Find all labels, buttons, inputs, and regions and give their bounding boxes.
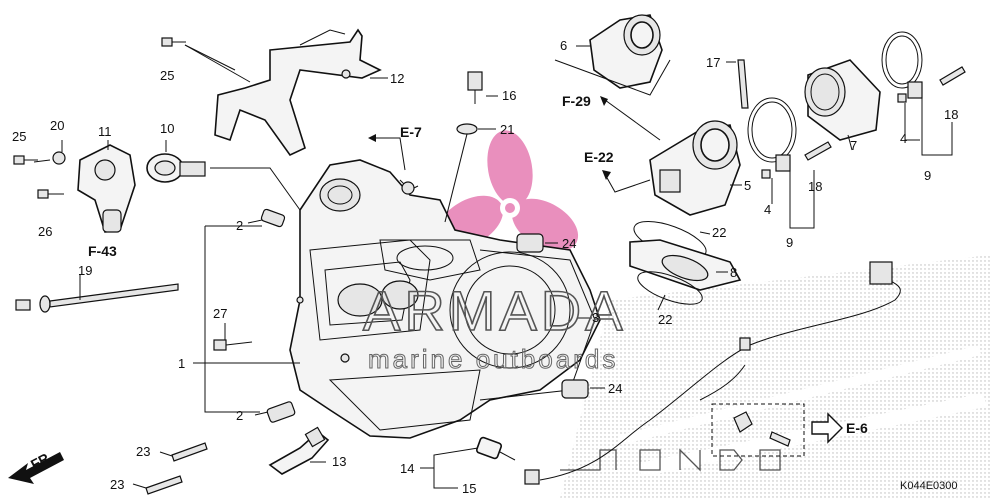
- throttle-body-5: [649, 120, 741, 216]
- e6-arrow-icon: [811, 412, 843, 444]
- hose-band-right: [881, 31, 923, 103]
- bolt-27: [213, 339, 253, 351]
- label-6: 6: [560, 38, 567, 53]
- label-4-left: 4: [764, 202, 771, 217]
- thermostat-cover: [77, 144, 136, 233]
- thermostat: [146, 153, 206, 183]
- stud-23-upper: [171, 442, 208, 462]
- label-16: 16: [502, 88, 516, 103]
- washer-20: [52, 151, 66, 165]
- watermark-brand: ARMADA: [363, 279, 627, 342]
- clamp-bolt: [769, 431, 791, 447]
- ref-e22: E-22: [584, 149, 614, 165]
- label-23-upper: 23: [136, 444, 150, 459]
- label-19: 19: [78, 263, 92, 278]
- ref-e6: E-6: [846, 420, 868, 436]
- label-8: 8: [730, 265, 737, 280]
- sub-assembly-frame: [554, 59, 671, 96]
- leader-arrowheads: [368, 96, 611, 180]
- label-23-lower: 23: [110, 477, 124, 492]
- washer-21: [456, 123, 478, 135]
- stud-bolt-19: [15, 283, 179, 313]
- leader-lines: [33, 44, 953, 489]
- throttle-body-6: [589, 14, 663, 89]
- label-25-left: 25: [12, 129, 26, 144]
- bolt-25-top: [161, 37, 186, 47]
- intake-hose-7: [804, 59, 881, 141]
- label-11: 11: [98, 124, 112, 139]
- label-2-bottom: 2: [236, 408, 243, 423]
- label-10: 10: [160, 121, 174, 136]
- ref-f43: F-43: [88, 243, 117, 259]
- label-7: 7: [850, 138, 857, 153]
- hose-band-left: [747, 97, 797, 179]
- dowel-pin-bottom: [266, 401, 296, 423]
- label-24-lower: 24: [608, 381, 622, 396]
- wire-harness: [524, 261, 901, 485]
- bolt-18-left: [804, 141, 832, 161]
- sensor-14: [475, 436, 516, 461]
- collar-24-lower: [561, 379, 589, 399]
- label-5: 5: [744, 178, 751, 193]
- label-18-right: 18: [944, 107, 958, 122]
- spark-plug-13: [268, 426, 330, 475]
- dowel-pin-top: [260, 208, 286, 228]
- collar-24-upper: [516, 233, 544, 253]
- label-18-left: 18: [808, 179, 822, 194]
- label-4-right: 4: [900, 131, 907, 146]
- gasket-22-lower: [637, 271, 703, 305]
- cylinder-head: [289, 159, 601, 439]
- label-21: 21: [500, 122, 514, 137]
- label-14: 14: [400, 461, 414, 476]
- label-1: 1: [178, 356, 185, 371]
- pipe-bracket: [214, 28, 382, 157]
- label-25-top: 25: [160, 68, 174, 83]
- stud-23-lower: [145, 475, 183, 495]
- bolt-25-left: [13, 155, 38, 165]
- label-22-upper: 22: [712, 225, 726, 240]
- label-2-top: 2: [236, 218, 243, 233]
- label-15: 15: [462, 481, 476, 496]
- honda-wing-background: [560, 255, 990, 499]
- bolt-26: [37, 189, 64, 199]
- label-12: 12: [390, 71, 404, 86]
- label-3: 3: [592, 310, 599, 325]
- label-9-right: 9: [924, 168, 931, 183]
- bolt-17: [737, 59, 749, 109]
- sensor-16: [467, 71, 483, 104]
- ref-f29: F-29: [562, 93, 591, 109]
- label-17: 17: [706, 55, 720, 70]
- head-gasket: [479, 249, 596, 401]
- ref-e7: E-7: [400, 124, 422, 140]
- label-22-lower: 22: [658, 312, 672, 327]
- clamp-detail-box: [711, 403, 805, 457]
- label-27: 27: [213, 306, 227, 321]
- wire-clamp: [733, 411, 753, 433]
- watermark-tagline: marine outboards: [368, 344, 618, 374]
- label-24-upper: 24: [562, 236, 576, 251]
- label-9-left: 9: [786, 235, 793, 250]
- diagram-code: K044E0300: [900, 480, 958, 492]
- front-arrow-icon: [8, 452, 64, 484]
- bolt-18-right: [939, 66, 966, 86]
- label-26: 26: [38, 224, 52, 239]
- label-20: 20: [50, 118, 64, 133]
- label-13: 13: [332, 454, 346, 469]
